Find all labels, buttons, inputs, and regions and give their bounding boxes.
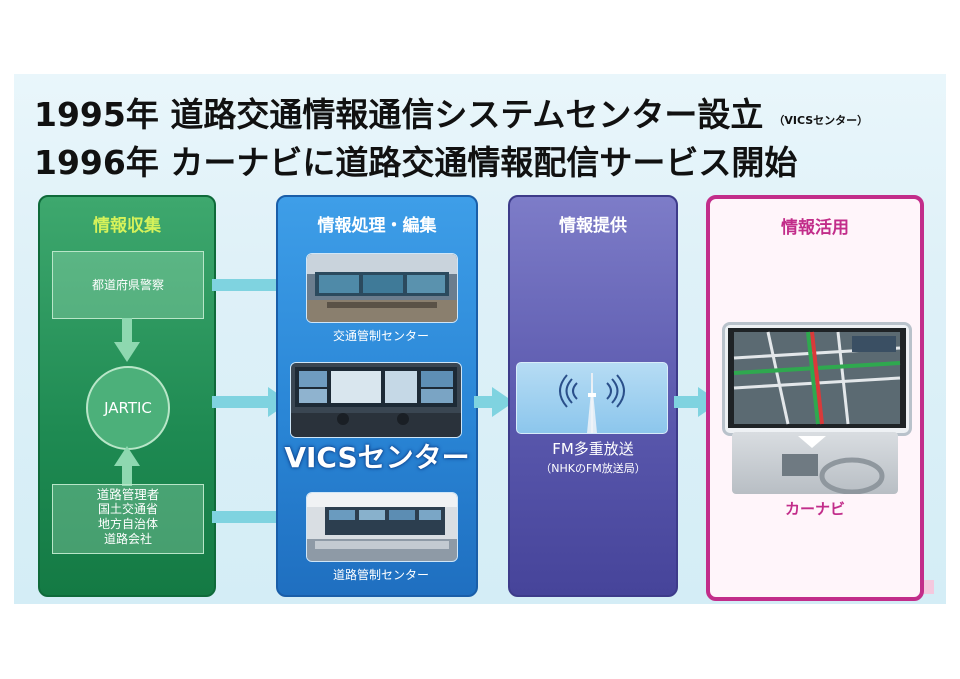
traffic-control-center-photo [306, 253, 458, 323]
car-navigation-screen [722, 322, 912, 436]
fm-label: FM多重放送 [552, 440, 634, 458]
vics-center-photo [290, 362, 462, 438]
road-admin-line: 道路会社 [103, 532, 152, 546]
fm-note: （NHKのFM放送局） [540, 462, 646, 475]
jartic-node: JARTIC [86, 366, 170, 450]
road-control-center-photo [306, 492, 458, 562]
road-admin-line: 地方自治体 [97, 517, 158, 531]
police-box: 都道府県警察 [52, 251, 204, 319]
title-line-2: 1996年 カーナビに道路交通情報配信サービス開始 [34, 143, 798, 182]
road-center-caption: 道路管制センター [332, 568, 429, 582]
vics-center-label: VICSセンター [284, 441, 470, 474]
road-admin-box: 道路管理者 国土交通省 地方自治体 道路会社 [52, 484, 204, 554]
column-provide-heading: 情報提供 [559, 216, 627, 236]
carnavi-label: カーナビ [784, 500, 845, 518]
column-process-heading: 情報処理・編集 [317, 216, 437, 236]
column-collect-heading: 情報収集 [93, 216, 161, 236]
traffic-center-caption: 交通管制センター [332, 329, 429, 343]
arrow-police-to-jartic [114, 318, 140, 362]
arrow-roadadmin-to-jartic [114, 446, 140, 486]
car-interior [732, 432, 898, 495]
broadcast-tower-icon [559, 373, 625, 433]
column-use-heading: 情報活用 [781, 218, 849, 238]
title-line-1: 1995年 道路交通情報通信システムセンター設立（VICSセンター） [34, 95, 869, 134]
road-admin-line: 道路管理者 [96, 487, 160, 502]
road-admin-line: 国土交通省 [97, 502, 158, 516]
police-label: 都道府県警察 [91, 278, 164, 292]
title-line-1-note: （VICSセンター） [773, 114, 869, 127]
arrow-vics-to-fm [474, 387, 514, 417]
fm-broadcast-box [516, 362, 668, 434]
